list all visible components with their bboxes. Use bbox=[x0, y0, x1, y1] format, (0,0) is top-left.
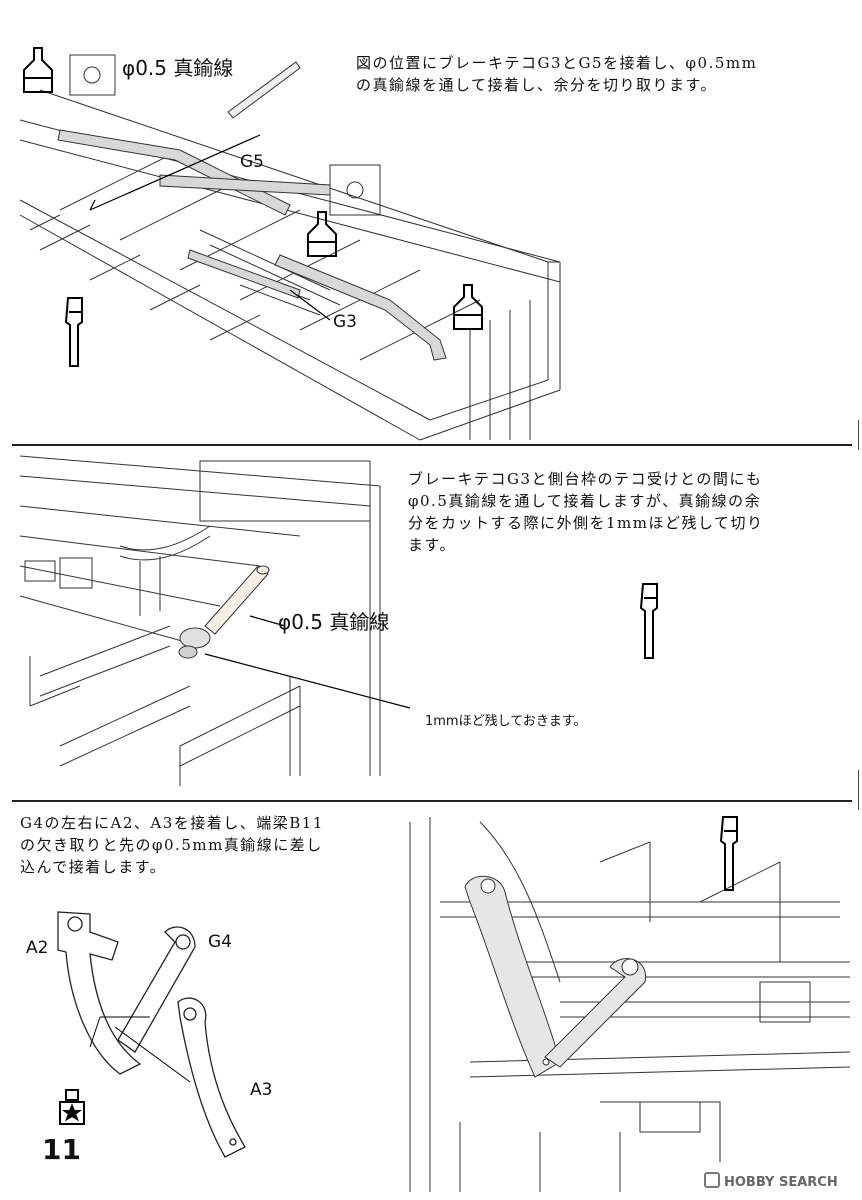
step2-illustration bbox=[19, 455, 658, 786]
section-divider bbox=[12, 800, 852, 802]
part-a3-shape bbox=[177, 997, 246, 1158]
step2-wire-label: φ0.5 真鍮線 bbox=[278, 610, 390, 634]
watermark: HOBBY SEARCH bbox=[704, 1172, 838, 1190]
step3-part-a2: A2 bbox=[26, 938, 49, 958]
page-number: 11 bbox=[42, 1133, 81, 1166]
glue-bottle-icon bbox=[307, 211, 337, 257]
step3-part-g4: G4 bbox=[208, 932, 232, 952]
step1-instruction: 図の位置にブレーキテコG3とG5を接着し、φ0.5mm の真鍮線を通して接着し、… bbox=[356, 54, 758, 94]
step1-illustration bbox=[19, 47, 561, 441]
part-a2-shape bbox=[57, 911, 142, 1075]
glue-bottle-icon bbox=[453, 284, 483, 330]
step1-wire-label: φ0.5 真鍮線 bbox=[122, 56, 234, 80]
margin-line bbox=[858, 420, 859, 450]
step3-part-a3: A3 bbox=[250, 1080, 273, 1100]
file-tool-icon bbox=[719, 816, 738, 891]
file-tool-icon bbox=[639, 583, 658, 659]
margin-line bbox=[858, 770, 859, 810]
step3-illustration bbox=[57, 816, 851, 1192]
watermark-logo-icon bbox=[704, 1172, 720, 1188]
step2-instruction: ブレーキテコG3と側台枠のテコ受けとの間にも φ0.5真鍮線を通して接着しますが… bbox=[408, 470, 764, 554]
file-tool-icon bbox=[64, 297, 83, 367]
glue-bottle-icon bbox=[23, 47, 53, 93]
step3-instruction: G4の左右にA2、A3を接着し、端梁B11 の欠き取りと先のφ0.5mm真鍮線に… bbox=[20, 814, 324, 876]
step1-part-g5: G5 bbox=[240, 152, 264, 172]
star-part-icon bbox=[59, 1089, 85, 1125]
part-g4-shape bbox=[117, 926, 196, 1053]
step1-part-g3: G3 bbox=[333, 312, 357, 332]
section-divider bbox=[12, 444, 852, 446]
step2-leave-note: 1mmほど残しておきます。 bbox=[425, 714, 587, 729]
